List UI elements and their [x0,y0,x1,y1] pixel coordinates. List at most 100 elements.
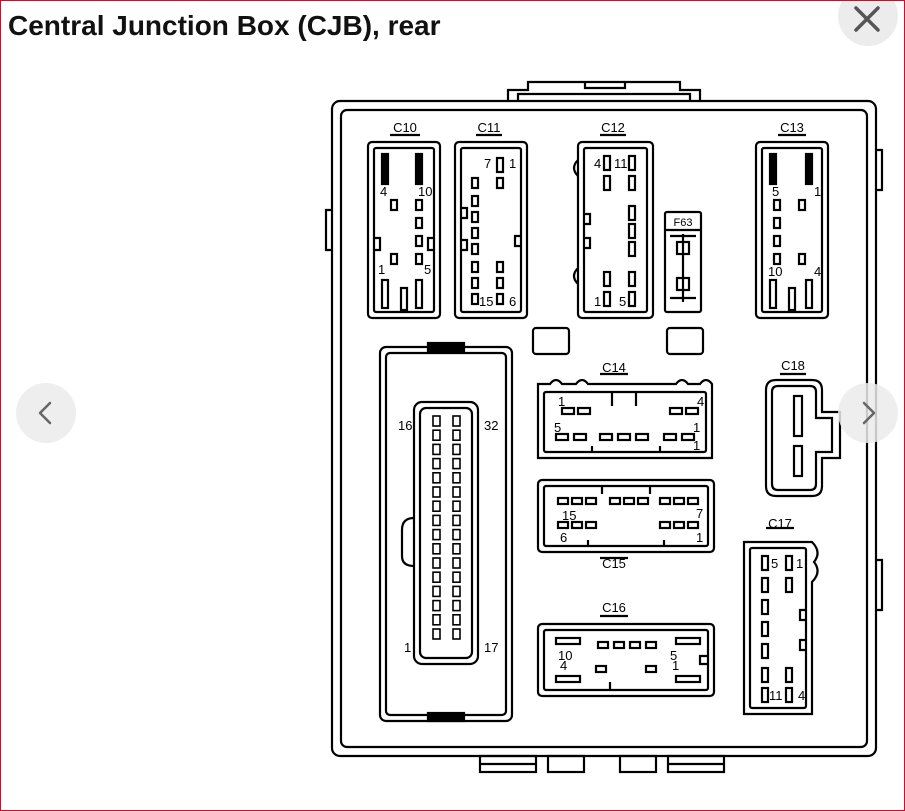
main-connector-pin [432,471,441,484]
pin-label: 1 [693,420,700,435]
main-connector-pin [432,585,441,598]
pin-label: 4 [814,264,821,279]
pin-label: 6 [509,294,516,309]
pin-label: 6 [560,530,567,545]
main-connector-pin [452,457,461,470]
pin-label: 1 [796,556,803,571]
pin-label: 32 [484,418,498,433]
pin-label: 11 [614,156,628,171]
pin-label: 5 [670,648,677,663]
pin-label: 1 [696,530,703,545]
connector-c13 [754,133,830,320]
pin-label: 11 [769,688,783,703]
connector-c17 [742,526,819,716]
main-connector-pin [432,599,441,612]
pin-label: 1 [594,294,601,309]
main-connector-pin [452,599,461,612]
main-connector-pin [452,628,461,640]
pin-label: 1 [814,184,821,199]
pin-label: 10 [418,184,432,199]
bottom-tab [618,754,658,774]
close-button[interactable] [838,0,898,46]
pin-label: 16 [398,418,412,433]
previous-button[interactable] [16,383,76,443]
main-connector-pin [432,500,441,513]
main-connector-pin [432,429,441,442]
main-connector-pin [432,415,441,427]
fuse-f63 [663,210,703,314]
pin-label: 7 [696,506,703,521]
bottom-tab [546,754,586,774]
pin-label: 1 [693,438,700,453]
pin-label: 5 [554,420,561,435]
main-connector-pin [452,613,461,626]
label-c12: C12 [601,120,625,135]
main-connector-pin [452,415,461,427]
label-c11: C11 [478,120,501,135]
pin-label: 4 [560,658,567,673]
pin-label: 1 [404,640,411,655]
main-connector-pin [452,542,461,555]
connector-c16 [536,614,716,698]
connector-main-32pin [378,341,514,723]
connector-c18 [764,372,842,498]
main-connector-pin [452,585,461,598]
pin-label: 4 [594,156,601,171]
pin-label: 5 [424,262,431,277]
label-c14: C14 [602,360,626,375]
main-connector-pin [452,500,461,513]
page-title: Central Junction Box (CJB), rear [8,10,441,41]
pin-label: 7 [484,156,491,171]
pin-label: 1 [672,658,679,673]
label-c16: C16 [602,600,626,615]
top-tab [506,80,702,101]
main-connector-pin [432,571,441,584]
label-c10: C10 [393,120,417,135]
connector-c14 [536,372,714,460]
main-connector-pin [452,557,461,569]
main-connector-pin [452,528,461,541]
label-c15: C15 [602,556,626,571]
pin-label: 5 [619,294,626,309]
label-f63: F63 [674,217,693,229]
connector-c15 [536,478,716,560]
pin-label: 5 [772,184,779,199]
relay-socket [531,326,571,356]
label-c17: C17 [768,516,792,531]
chevron-right-icon [862,401,876,425]
close-icon [854,6,880,32]
pin-label: 15 [479,294,493,309]
chevron-left-icon [38,401,52,425]
label-c18: C18 [781,358,805,373]
main-connector-pin [432,486,441,498]
relay-socket [665,326,705,356]
main-connector-pin [432,514,441,527]
main-connector-pin [432,628,441,640]
main-connector-pin [452,429,461,442]
connector-c11 [453,133,529,320]
pin-label: 10 [768,264,782,279]
pin-label: 5 [771,556,778,571]
main-connector-pin [432,613,441,626]
pin-label: 15 [562,508,576,523]
main-connector-pin [452,571,461,584]
pin-label: 4 [798,688,805,703]
main-connector-pin [452,486,461,498]
pin-label: 10 [558,648,572,663]
main-connector-pins [432,415,461,640]
pin-label: 1 [378,262,385,277]
label-c13: C13 [780,120,804,135]
pin-label: 1 [509,156,516,171]
main-connector-pin [432,557,441,569]
pin-label: 4 [380,184,387,199]
next-button[interactable] [838,383,898,443]
main-connector-pin [452,514,461,527]
pin-label: 4 [697,394,704,409]
main-connector-pin [432,528,441,541]
connector-c12 [572,133,655,320]
pin-label: 1 [558,394,565,409]
pin-label: 17 [484,640,498,655]
main-connector-pin [452,471,461,484]
main-connector-pin [432,542,441,555]
